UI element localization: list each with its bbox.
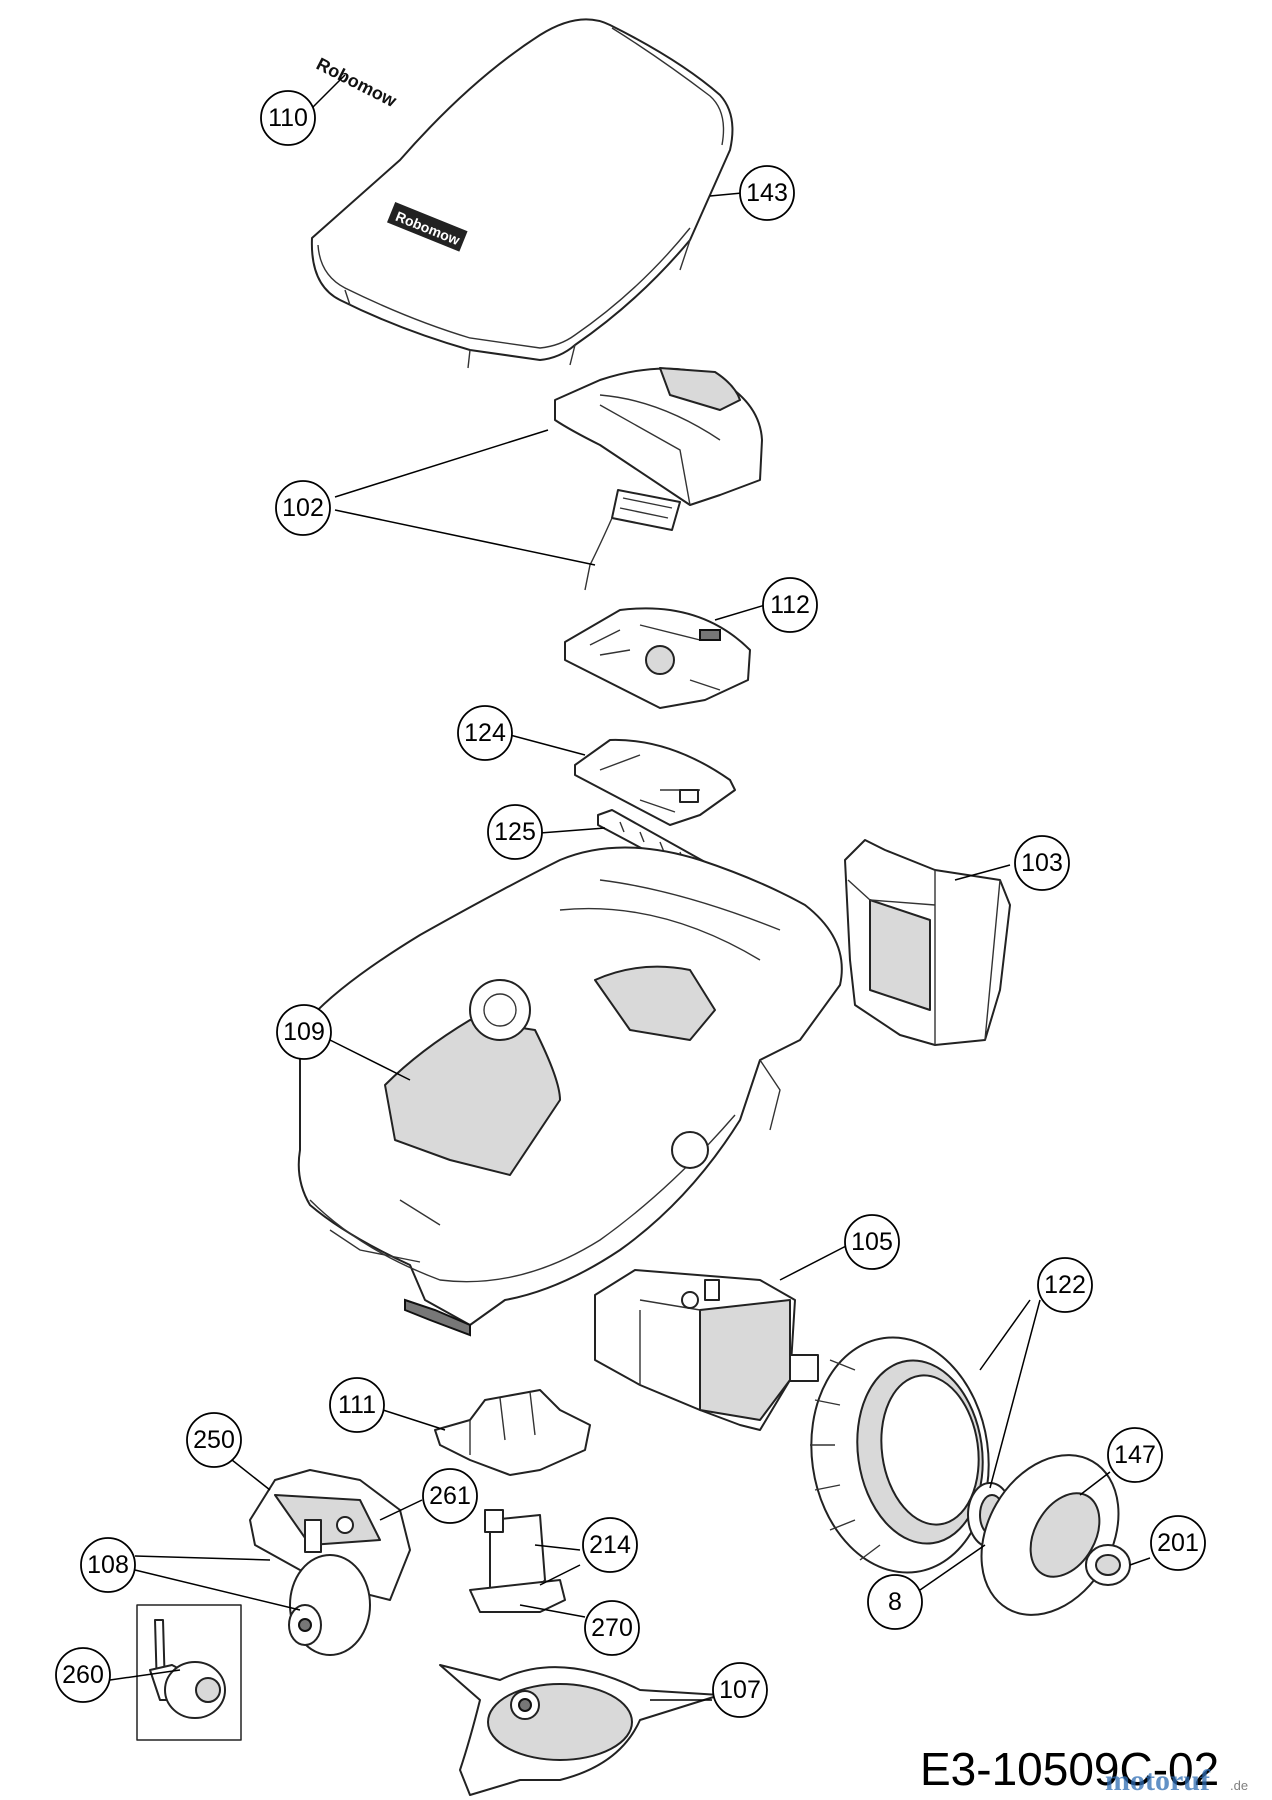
svg-text:214: 214 xyxy=(589,1531,631,1559)
rear-bracket-part xyxy=(434,1389,591,1476)
svg-text:201: 201 xyxy=(1157,1529,1199,1557)
front-wheel-part xyxy=(288,1554,371,1656)
svg-text:108: 108 xyxy=(87,1551,129,1579)
callout-105: 105 xyxy=(844,1214,900,1270)
watermark-text: motoruf xyxy=(1105,1764,1211,1797)
callout-107: 107 xyxy=(712,1662,768,1718)
top-cover-part: Robomow xyxy=(310,18,734,369)
svg-text:143: 143 xyxy=(746,179,788,207)
callout-108: 108 xyxy=(80,1537,136,1593)
svg-text:124: 124 xyxy=(464,719,506,747)
callout-110: 110 xyxy=(260,90,316,146)
svg-text:8: 8 xyxy=(888,1588,902,1616)
display-housing-part xyxy=(554,367,763,591)
callout-261: 261 xyxy=(422,1468,478,1524)
chassis-body-part xyxy=(297,846,843,1337)
battery-housing-part xyxy=(844,839,1011,1046)
svg-text:105: 105 xyxy=(851,1228,893,1256)
callout-214: 214 xyxy=(582,1517,638,1573)
svg-text:270: 270 xyxy=(591,1614,633,1642)
center-cap-part xyxy=(1085,1544,1131,1586)
callout-112: 112 xyxy=(762,577,818,633)
drive-wheel-part xyxy=(810,1336,990,1574)
blade-motor-part xyxy=(469,1509,566,1613)
callout-125: 125 xyxy=(487,804,543,860)
callout-147: 147 xyxy=(1107,1427,1163,1483)
callout-102: 102 xyxy=(275,480,331,536)
svg-text:111: 111 xyxy=(338,1391,376,1419)
drive-motor-part xyxy=(594,1269,819,1431)
pcb-bracket-part xyxy=(574,738,736,826)
blade-disc-part xyxy=(439,1664,721,1796)
svg-text:109: 109 xyxy=(283,1018,325,1046)
callout-260: 260 xyxy=(55,1647,111,1703)
svg-text:250: 250 xyxy=(193,1426,235,1454)
wheel-axle-box xyxy=(136,1604,242,1741)
callout-270: 270 xyxy=(584,1600,640,1656)
svg-text:110: 110 xyxy=(268,104,308,132)
diagram-code: E3-10509C-02 xyxy=(920,1743,1219,1795)
svg-text:122: 122 xyxy=(1044,1271,1086,1299)
callout-103: 103 xyxy=(1014,835,1070,891)
callout-8: 8 xyxy=(867,1574,923,1630)
callout-143: 143 xyxy=(739,165,795,221)
callout-122: 122 xyxy=(1037,1257,1093,1313)
callout-109: 109 xyxy=(276,1004,332,1060)
svg-text:147: 147 xyxy=(1114,1441,1156,1469)
front-wheel-assembly-part xyxy=(249,1469,411,1601)
svg-text:125: 125 xyxy=(494,818,536,846)
svg-text:260: 260 xyxy=(62,1661,104,1689)
callout-201: 201 xyxy=(1150,1515,1206,1571)
svg-text:103: 103 xyxy=(1021,849,1063,877)
pcb-board-part xyxy=(564,607,751,709)
svg-text:102: 102 xyxy=(282,494,324,522)
hub-cap-part xyxy=(980,1454,1120,1616)
leader-lines xyxy=(109,74,1151,1701)
logo-text: Robomow xyxy=(313,54,400,112)
callout-111: 111 xyxy=(329,1377,385,1433)
svg-text:107: 107 xyxy=(719,1676,761,1704)
watermark-suffix: .de xyxy=(1230,1778,1248,1793)
callout-124: 124 xyxy=(457,705,513,761)
watermark-logo: motoruf .de xyxy=(1105,1764,1248,1797)
callout-250: 250 xyxy=(186,1412,242,1468)
svg-text:112: 112 xyxy=(770,591,810,619)
svg-text:261: 261 xyxy=(429,1482,471,1510)
